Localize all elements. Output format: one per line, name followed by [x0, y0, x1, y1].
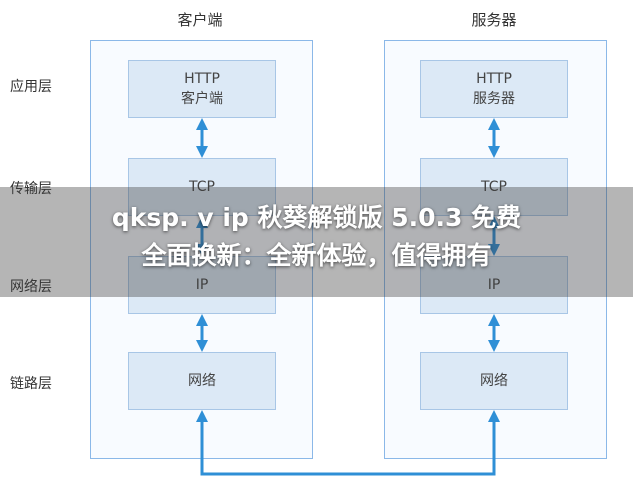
server-column-title: 服务器 — [471, 11, 517, 29]
client-ip-label: IP — [195, 277, 209, 293]
overlay-line-1: qksp. v ip 秋葵解锁版 5.0.3 免费 — [111, 203, 522, 232]
client-net-box: 网络 — [128, 352, 276, 410]
client-net-label: 网络 — [188, 373, 216, 389]
client-http-box: HTTP 客户端 — [128, 60, 276, 118]
server-tcp-label: TCP — [481, 179, 507, 195]
client-http-label: HTTP — [184, 71, 220, 87]
client-http-sublabel: 客户端 — [181, 91, 223, 107]
server-ip-box: IP — [420, 256, 568, 314]
transport-layer-label: 传输层 — [10, 181, 52, 197]
server-http-sublabel: 服务器 — [473, 91, 515, 107]
overlay-text: qksp. v ip 秋葵解锁版 5.0.3 免费 全面换新：全新体验，值得拥有 — [0, 199, 633, 275]
network-layer-label: 网络层 — [10, 279, 52, 295]
client-tcp-box: TCP — [128, 158, 276, 216]
overlay-banner — [0, 187, 633, 297]
client-tcp-label: TCP — [189, 179, 215, 195]
link-connection-line — [196, 410, 500, 476]
server-net-label: 网络 — [480, 373, 508, 389]
overlay-line-2: 全面换新：全新体验，值得拥有 — [141, 241, 492, 270]
link-layer-label: 链路层 — [10, 376, 52, 392]
application-layer-label: 应用层 — [10, 79, 52, 95]
server-tcp-box: TCP — [420, 158, 568, 216]
server-http-label: HTTP — [476, 71, 512, 87]
client-ip-box: IP — [128, 256, 276, 314]
client-column-title: 客户端 — [177, 11, 223, 29]
server-ip-label: IP — [487, 277, 501, 293]
server-http-box: HTTP 服务器 — [420, 60, 568, 118]
server-net-box: 网络 — [420, 352, 568, 410]
